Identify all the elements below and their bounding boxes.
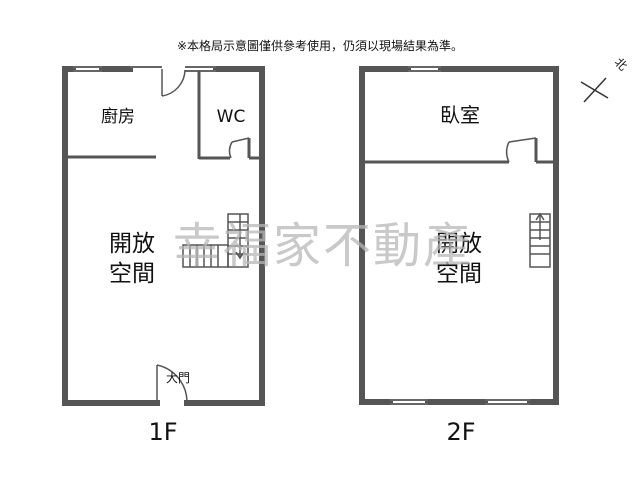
floor-1-kitchen-label: 廚房 [101, 106, 135, 127]
disclaimer-note: ※本格局示意圖僅供參考使用，仍須以現場結果為準。 [176, 39, 464, 53]
floor-2-staircase [529, 212, 551, 268]
floor-2-open-space-label-line1: 開放 [436, 231, 482, 257]
compass-north-label: 北 [612, 55, 630, 73]
floor-1-wc-door [228, 137, 250, 159]
floor-1-plan: 廚房 WC 開放 空間 大門 1F [62, 66, 265, 446]
floor-1-main-door [156, 364, 188, 403]
floor-2-label: 2F [446, 418, 475, 446]
floor-2-walls [359, 66, 559, 405]
floor-1-walls [62, 66, 265, 406]
floor-1-staircase [182, 213, 249, 268]
floor-1-wc-label: WC [217, 107, 246, 127]
floor-1-label: 1F [148, 418, 177, 446]
floor-2-bedroom-label: 臥室 [440, 103, 480, 127]
floor-1-open-space-label-line1: 開放 [109, 231, 155, 257]
floor-1-kitchen-door [161, 69, 186, 97]
watermark: 幸福家不動產 [173, 218, 473, 274]
floor-2-plan: 臥室 開放 空間 2F [359, 66, 559, 446]
floor-1-open-space-label-line2: 空間 [109, 261, 155, 287]
floor-2-bedroom-door [505, 137, 537, 163]
floor-1-main-door-label: 大門 [166, 371, 190, 385]
floor-2-open-space-label-line2: 空間 [436, 261, 482, 287]
north-compass-icon: 北 [580, 55, 630, 103]
